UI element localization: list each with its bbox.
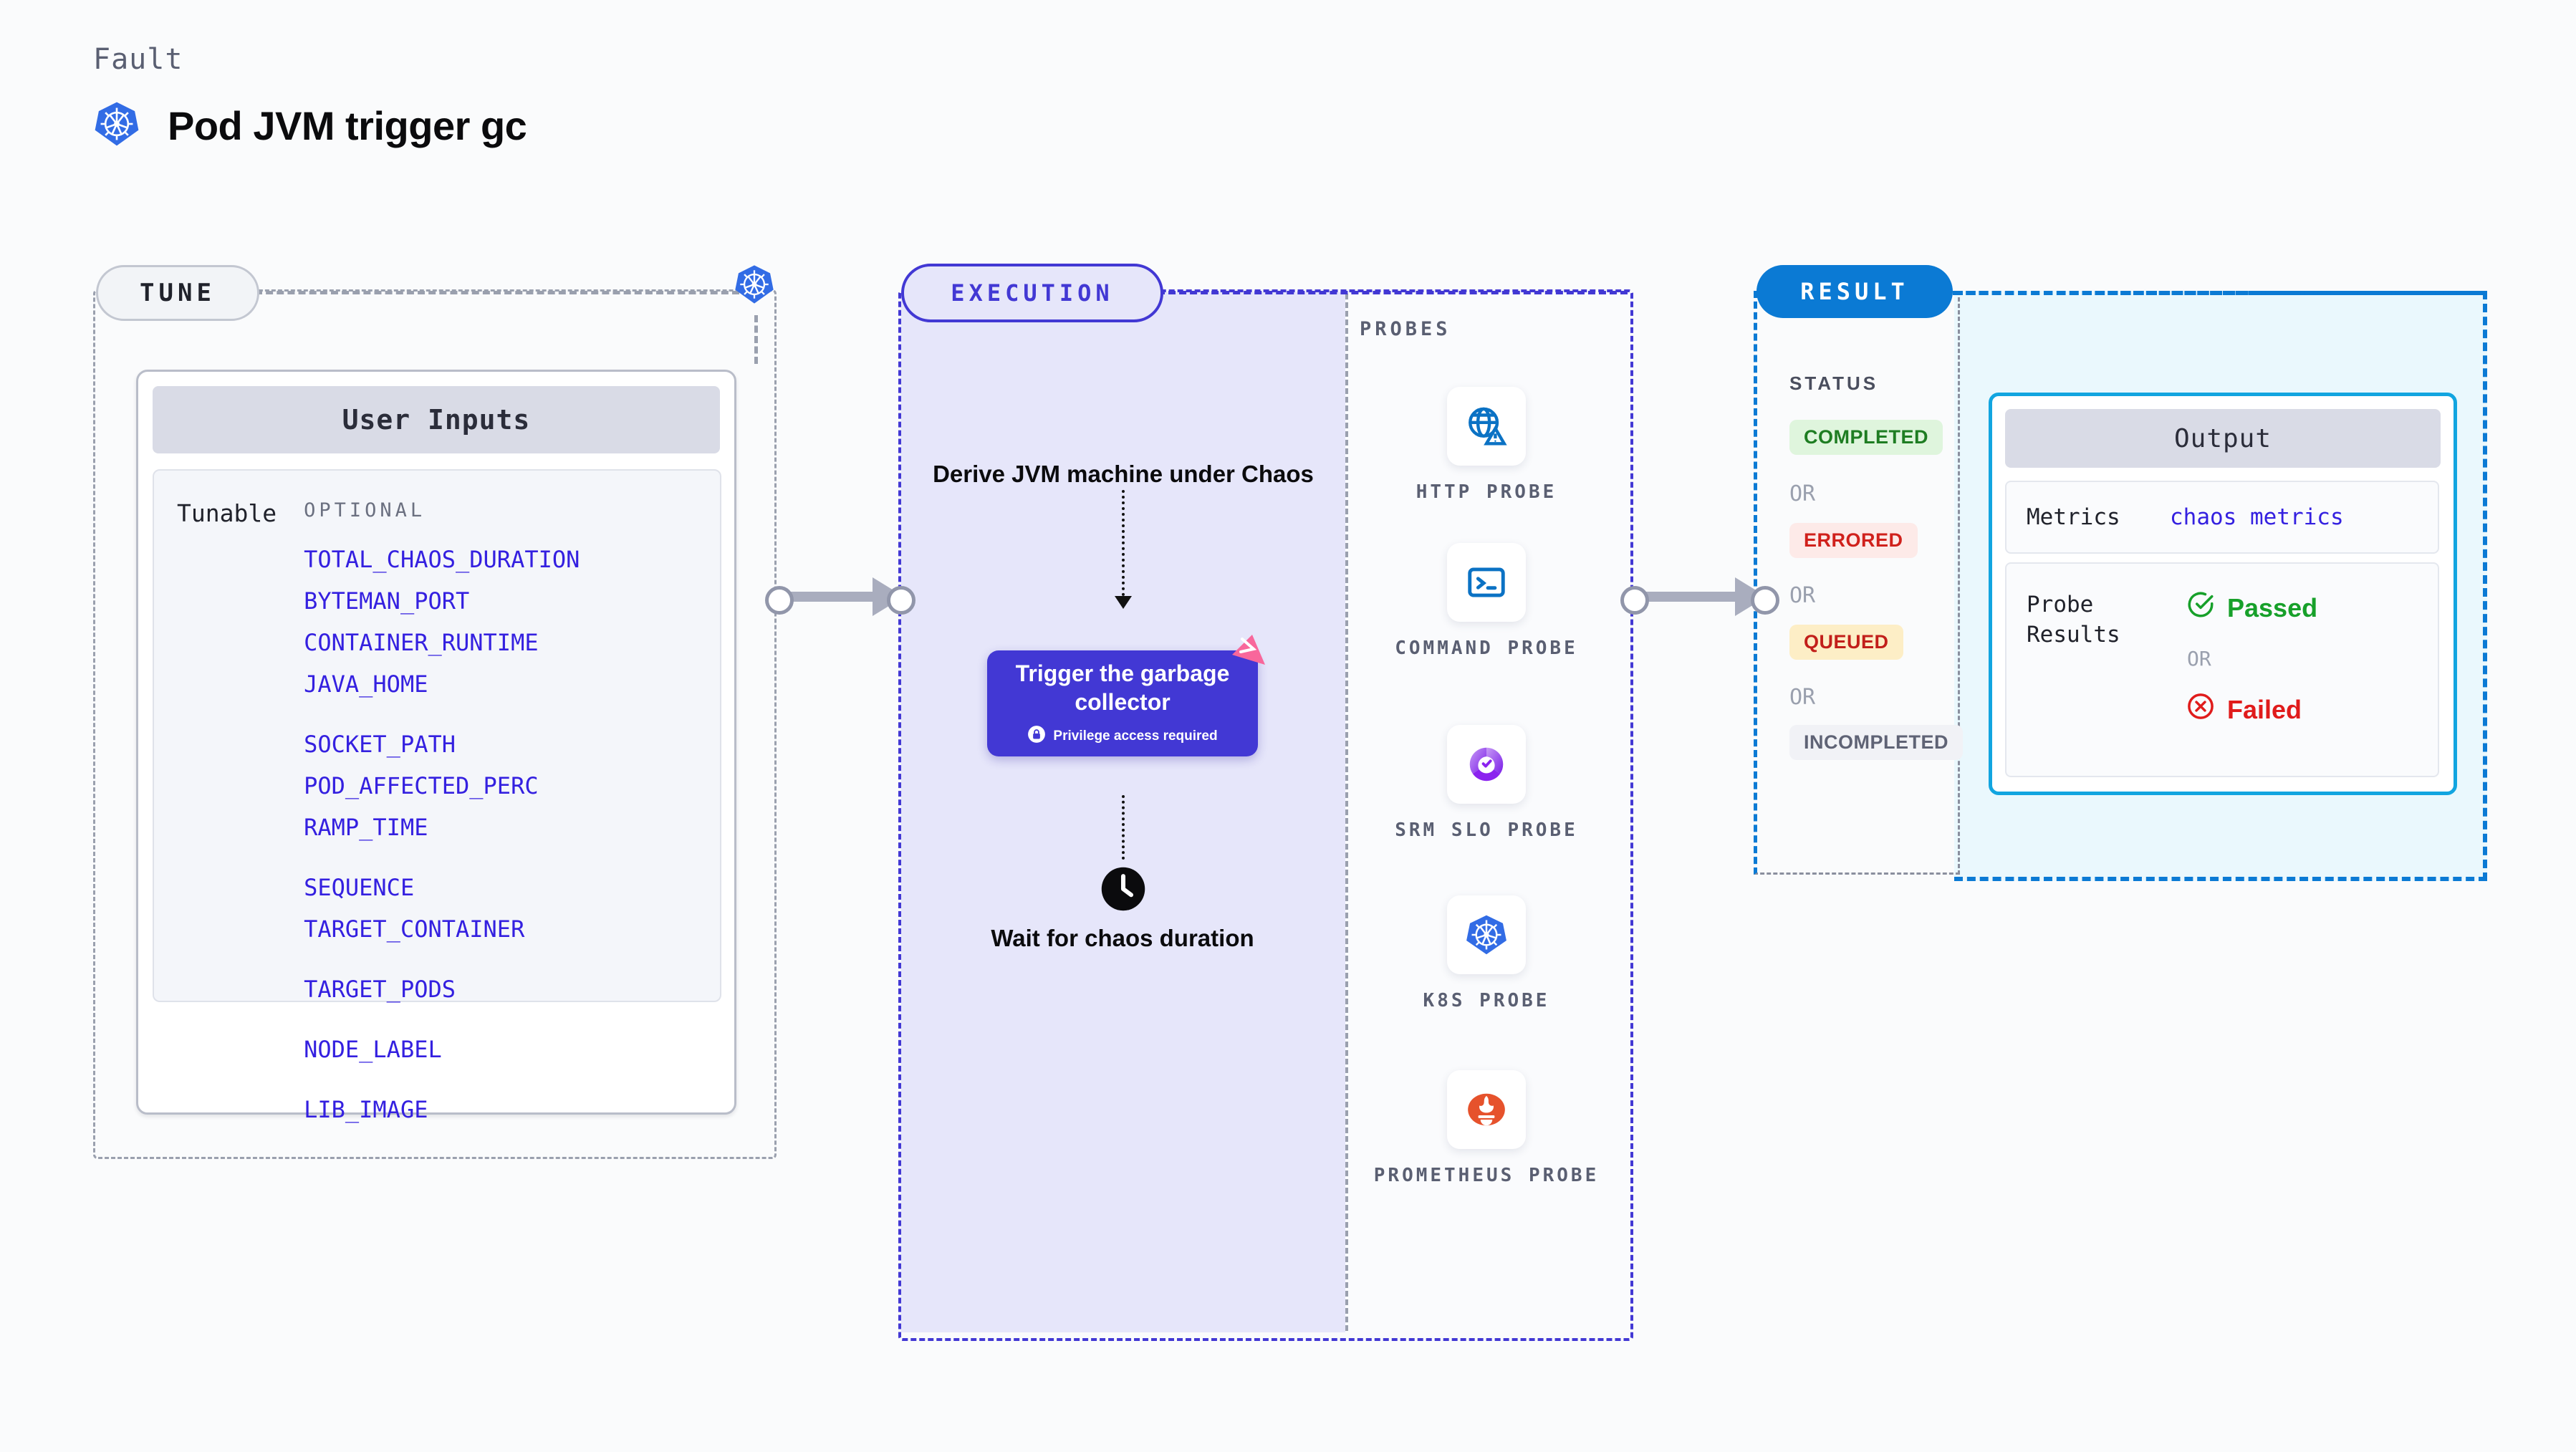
- tunable-group-label: OPTIONAL: [304, 499, 426, 521]
- probe-label: HTTP PROBE: [1416, 481, 1557, 503]
- probe-results-row: Probe Results Passed OR Failed: [2005, 562, 2439, 777]
- flow-dotted-line: [1122, 490, 1125, 596]
- tunable-item[interactable]: CONTAINER_RUNTIME: [304, 629, 539, 656]
- probe-result-failed-label: Failed: [2227, 694, 2302, 724]
- tunable-item[interactable]: SOCKET_PATH: [304, 731, 456, 758]
- output-header-label: Output: [2173, 423, 2272, 453]
- probe-k8s[interactable]: K8S PROBE: [1345, 895, 1628, 1013]
- connector-dot-end: [887, 586, 915, 615]
- tunable-list: OPTIONAL TOTAL_CHAOS_DURATION BYTEMAN_PO…: [277, 471, 580, 1123]
- probes-section-label: PROBES: [1360, 318, 1451, 340]
- connector-dot-start: [1620, 586, 1649, 615]
- result-pill-label: RESULT: [1800, 278, 1909, 305]
- tunable-item[interactable]: LIB_IMAGE: [304, 1096, 428, 1123]
- tune-pill-label: TUNE: [140, 279, 216, 307]
- tunable-item[interactable]: BYTEMAN_PORT: [304, 587, 470, 615]
- probe-label: PROMETHEUS PROBE: [1373, 1165, 1600, 1186]
- user-inputs-body: Tunable OPTIONAL TOTAL_CHAOS_DURATION BY…: [153, 469, 721, 1123]
- probe-results-label: Probe Results: [2027, 592, 2120, 648]
- probe-command[interactable]: COMMAND PROBE: [1345, 543, 1628, 660]
- execution-flow: Derive JVM machine under Chaos: [901, 458, 1345, 609]
- globe-warning-icon: [1447, 387, 1526, 466]
- wait-step-label: Wait for chaos duration: [991, 925, 1254, 951]
- tunable-item[interactable]: TOTAL_CHAOS_DURATION: [304, 546, 580, 573]
- privilege-note-label: Privilege access required: [1053, 729, 1218, 744]
- user-inputs-header-label: User Inputs: [342, 404, 531, 436]
- lock-icon: [1027, 725, 1046, 748]
- status-label: STATUS: [1789, 372, 1879, 394]
- execution-top-dashed-line: [1158, 291, 1628, 294]
- status-badge-completed: COMPLETED: [1789, 420, 1943, 455]
- probe-label: K8S PROBE: [1423, 990, 1550, 1011]
- srm-slo-icon: [1447, 725, 1526, 804]
- probe-label: SRM SLO PROBE: [1395, 819, 1578, 841]
- fault-title-row: Pod JVM trigger gc: [93, 100, 527, 151]
- metrics-label: Metrics: [2027, 504, 2120, 530]
- probe-http[interactable]: HTTP PROBE: [1345, 387, 1628, 504]
- tune-section: [93, 289, 777, 1159]
- step-derive-label: Derive JVM machine under Chaos: [933, 461, 1314, 487]
- probe-result-failed: Failed: [2186, 691, 2302, 728]
- tunable-item[interactable]: TARGET_CONTAINER: [304, 915, 525, 943]
- probe-result-passed: Passed: [2186, 590, 2317, 626]
- page-header: Fault: [93, 43, 527, 151]
- user-inputs-header: User Inputs: [153, 386, 720, 453]
- tune-top-dashed-line: [255, 291, 739, 294]
- output-card: Output Metrics chaos metrics Probe Resul…: [1989, 393, 2457, 795]
- user-inputs-card: User Inputs Tunable OPTIONAL TOTAL_CHAOS…: [136, 370, 736, 1123]
- clock-icon: [1100, 865, 1147, 913]
- status-badge-incompleted: INCOMPLETED: [1789, 725, 1964, 760]
- probes-section: [1345, 294, 1630, 1331]
- flow-arrowhead: [1115, 596, 1132, 609]
- connector-line: [775, 592, 880, 602]
- page-title: Pod JVM trigger gc: [168, 103, 527, 148]
- fault-eyebrow: Fault: [93, 43, 183, 76]
- privilege-note: Privilege access required: [1027, 725, 1218, 748]
- or-label: OR: [1789, 481, 1816, 506]
- flow-dotted-line-2: [1122, 795, 1125, 860]
- execution-pill[interactable]: EXECUTION: [901, 264, 1163, 322]
- litmus-badge-icon: [1228, 633, 1268, 674]
- tunable-item[interactable]: SEQUENCE: [304, 874, 415, 901]
- connector-dot-start: [765, 586, 794, 615]
- tunable-item[interactable]: POD_AFFECTED_PERC: [304, 772, 539, 799]
- kubernetes-icon: [93, 100, 140, 151]
- or-label: OR: [1789, 685, 1816, 710]
- or-label: OR: [2187, 647, 2211, 670]
- tunable-item[interactable]: TARGET_PODS: [304, 976, 456, 1003]
- kubernetes-icon: [1447, 895, 1526, 974]
- tunable-item[interactable]: JAVA_HOME: [304, 670, 428, 698]
- output-header: Output: [2005, 409, 2441, 468]
- action-title: Trigger the garbage collector: [1015, 660, 1230, 715]
- execution-pill-label: EXECUTION: [951, 279, 1114, 307]
- result-top-dashed-line: [1953, 291, 2483, 295]
- connector-line: [1630, 592, 1742, 602]
- connector-tune-to-execution: [765, 577, 915, 616]
- check-circle-icon: [2186, 590, 2216, 626]
- metrics-row: Metrics chaos metrics: [2005, 481, 2439, 554]
- prometheus-icon: [1447, 1070, 1526, 1149]
- action-trigger-gc[interactable]: Trigger the garbage collector Privilege …: [987, 650, 1258, 756]
- tunable-item[interactable]: RAMP_TIME: [304, 814, 428, 841]
- tunable-item[interactable]: NODE_LABEL: [304, 1036, 442, 1063]
- terminal-icon: [1447, 543, 1526, 622]
- metrics-value[interactable]: chaos metrics: [2170, 504, 2344, 530]
- probe-srm-slo[interactable]: SRM SLO PROBE: [1345, 725, 1628, 842]
- tune-pill[interactable]: TUNE: [96, 265, 259, 321]
- connector-dot-end: [1751, 586, 1779, 615]
- probe-prometheus[interactable]: PROMETHEUS PROBE: [1345, 1070, 1628, 1188]
- tunable-row-label: Tunable: [177, 499, 277, 527]
- x-circle-icon: [2186, 691, 2216, 728]
- probe-result-passed-label: Passed: [2227, 592, 2318, 622]
- result-pill[interactable]: RESULT: [1756, 265, 1953, 318]
- or-label: OR: [1789, 583, 1816, 608]
- status-badge-errored: ERRORED: [1789, 523, 1918, 558]
- tune-node-connector: [754, 315, 758, 364]
- status-badge-queued: QUEUED: [1789, 625, 1903, 660]
- connector-execution-to-result: [1620, 577, 1779, 616]
- kubernetes-icon: [734, 264, 775, 309]
- probe-label: COMMAND PROBE: [1395, 638, 1578, 659]
